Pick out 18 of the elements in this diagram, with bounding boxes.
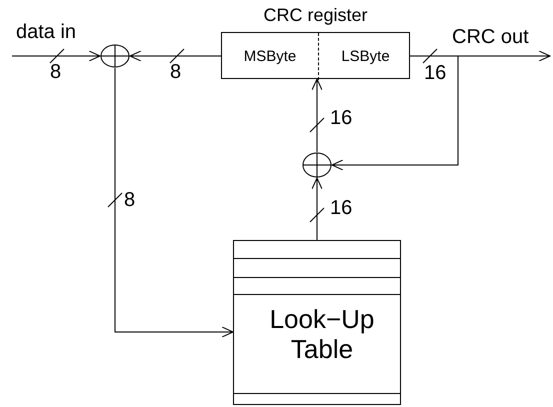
bus-width-label: 16 (424, 63, 446, 83)
bus-width-label: 16 (330, 198, 352, 218)
bus-width-label: 16 (330, 108, 352, 128)
byte-label: MSByte (242, 49, 298, 64)
arrow (12, 50, 100, 62)
bus-width-label: 8 (170, 62, 182, 82)
byte-label: LSByte (340, 49, 391, 64)
arrow (130, 50, 222, 62)
arrow (312, 178, 322, 240)
table-label: Look−Up Table (268, 304, 376, 364)
arrow (114, 68, 234, 338)
bus-width-label: 8 (50, 62, 62, 82)
bus-width-label: 8 (124, 190, 136, 210)
arrow (312, 78, 322, 152)
input-label: data in (16, 22, 76, 42)
register-title: CRC register (262, 6, 369, 24)
output-label: CRC out (452, 27, 529, 47)
arrow (332, 56, 458, 170)
